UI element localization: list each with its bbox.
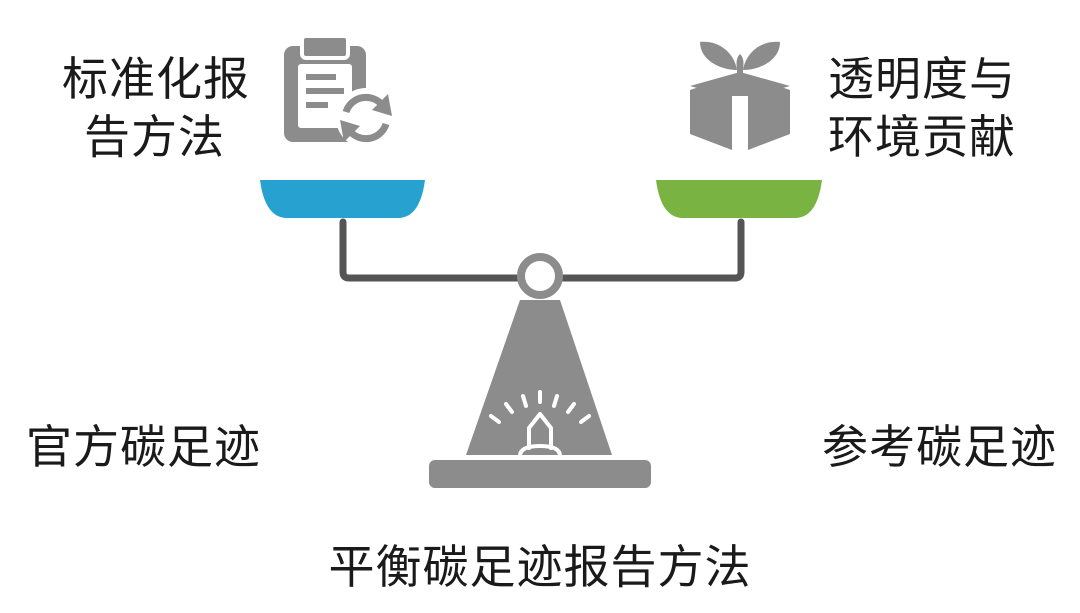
lighthouse-icon [489, 390, 591, 458]
clipboard-refresh-icon [284, 34, 396, 148]
right-pan [656, 180, 822, 218]
reference-footprint-label: 参考碳足迹 [822, 420, 1057, 474]
scale-pillar [466, 300, 612, 455]
standardized-reporting-line1: 标准化报 [62, 52, 250, 106]
diagram-title: 平衡碳足迹报告方法 [328, 540, 752, 594]
transparency-label: 透明度与 环境贡献 [828, 50, 1016, 166]
official-footprint-label: 官方碳足迹 [26, 420, 261, 474]
standardized-reporting-label: 标准化报 告方法 [62, 50, 250, 166]
sprout-box-icon [690, 41, 790, 150]
scale-pivot [517, 253, 563, 299]
transparency-line2: 环境贡献 [828, 110, 1016, 164]
scale-beam [339, 218, 745, 282]
left-pan [260, 180, 425, 218]
transparency-line1: 透明度与 [828, 52, 1016, 106]
standardized-reporting-line2: 告方法 [84, 110, 225, 164]
scale-base [429, 460, 651, 488]
